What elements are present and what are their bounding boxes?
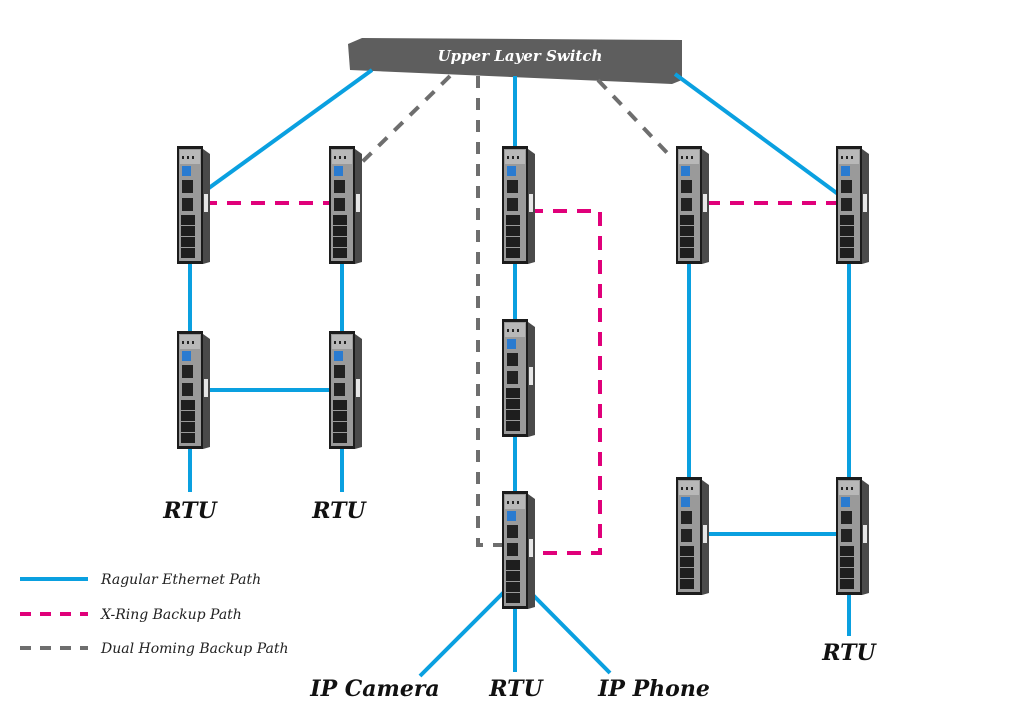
link-c3-camera [418, 590, 506, 678]
legend: Ragular Ethernet Path X-Ring Backup Path… [20, 572, 289, 657]
upper-layer-switch: Upper Layer Switch [348, 38, 682, 84]
rtu-label-1: RTU [162, 498, 218, 524]
dual-switch-to-c3 [476, 76, 503, 547]
industrial-switch-b1 [329, 146, 362, 264]
upper-layer-switch-label: Upper Layer Switch [438, 47, 603, 65]
xring-backup-links [203, 201, 838, 555]
dual-switch-to-d1 [596, 78, 674, 160]
link-c3-phone [528, 590, 612, 675]
rtu-label-4: RTU [821, 640, 877, 666]
industrial-switch-d1 [676, 146, 709, 264]
industrial-switch-e2 [836, 477, 869, 595]
industrial-switch-a1 [177, 146, 210, 264]
industrial-switch-c1 [502, 146, 535, 264]
regular-ethernet-links [188, 68, 851, 678]
xring-c1-c3 [529, 209, 602, 555]
legend-dual-label: Dual Homing Backup Path [100, 641, 289, 657]
dual-homing-links [354, 74, 674, 547]
rtu-label-3: RTU [488, 676, 544, 702]
ip-phone-label: IP Phone [597, 676, 710, 702]
link-switch-to-a1 [200, 68, 374, 195]
industrial-switch-c2 [502, 319, 535, 437]
link-switch-to-e1 [673, 72, 840, 196]
rtu-label-2: RTU [311, 498, 367, 524]
dual-switch-to-b1 [354, 74, 452, 170]
ip-camera-label: IP Camera [309, 676, 439, 702]
industrial-switch-d2 [676, 477, 709, 595]
industrial-switch-b2 [329, 331, 362, 449]
industrial-switch-e1 [836, 146, 869, 264]
legend-regular-label: Ragular Ethernet Path [100, 572, 261, 588]
legend-xring-label: X-Ring Backup Path [100, 607, 242, 623]
industrial-switch-a2 [177, 331, 210, 449]
industrial-switch-c3 [502, 491, 535, 609]
